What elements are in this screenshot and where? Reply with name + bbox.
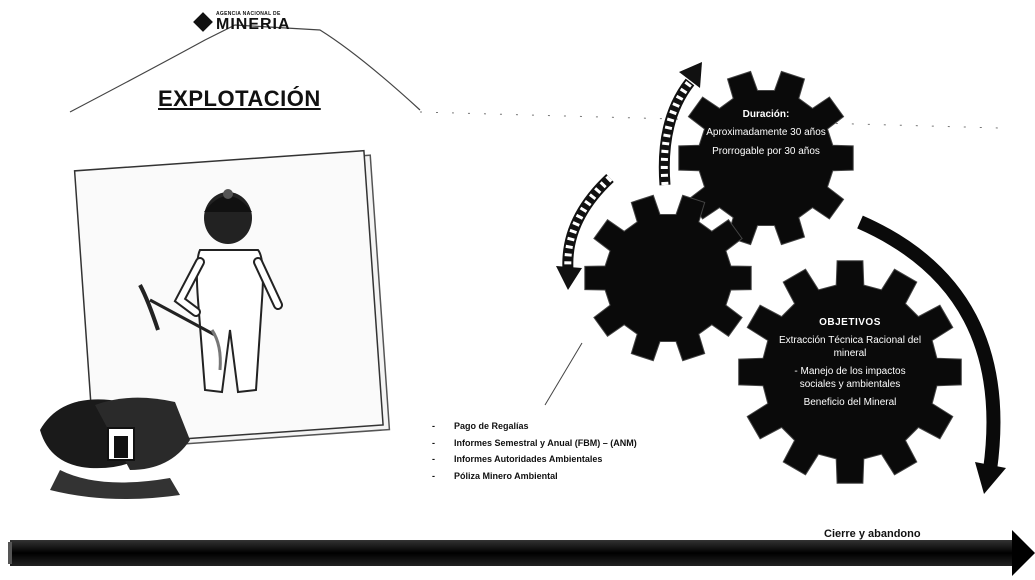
arrow-right-curve xyxy=(857,215,1001,471)
arrow-left-head xyxy=(556,266,582,290)
timeline-bar xyxy=(10,540,1015,566)
mine-cart-rocks xyxy=(40,397,190,499)
agency-logo: AGENCIA NACIONAL DE MINERIA xyxy=(193,8,366,36)
obligation-item: Pago de Regalías xyxy=(432,418,722,435)
duration-heading: Duración: xyxy=(742,109,790,120)
page-title: EXPLOTACIÓN xyxy=(158,86,321,111)
timeline-left-cap xyxy=(8,542,12,564)
duration-gear-text: Duración: Aproximadamente 30 años Prorro… xyxy=(706,108,826,165)
diamond-icon xyxy=(193,12,213,32)
duration-line-1: Aproximadamente 30 años xyxy=(706,126,826,138)
arrow-top-head xyxy=(679,62,702,88)
arrow-left-curve xyxy=(562,173,614,271)
objectives-gear-text: OBJETIVOS Extracción Técnica Racional de… xyxy=(775,316,925,413)
timeline-arrowhead xyxy=(1012,530,1035,576)
obligation-item: Informes Semestral y Anual (FBM) – (ANM) xyxy=(432,435,722,452)
gears-group xyxy=(584,70,962,484)
gear-objectives xyxy=(738,260,962,484)
obligations-list: Pago de Regalías Informes Semestral y An… xyxy=(432,418,722,484)
next-phase-label: Cierre y abandono xyxy=(824,528,921,540)
logo-subtitle: AGENCIA NACIONAL DE xyxy=(216,10,281,17)
arrow-top-curve-inner xyxy=(660,79,693,186)
logo-title: MINERIA xyxy=(216,15,291,33)
obligation-item: Informes Autoridades Ambientales xyxy=(432,451,722,468)
dotted-divider xyxy=(419,111,1001,129)
mountain-outline xyxy=(69,24,421,113)
pointer-line xyxy=(544,342,583,406)
gear-duration xyxy=(678,70,854,246)
duration-line-2: Prorrogable por 30 años xyxy=(712,146,820,157)
objective-item: - Manejo de los impactos sociales y ambi… xyxy=(794,365,906,391)
gear-middle xyxy=(584,194,752,362)
objective-item: Beneficio del Mineral xyxy=(803,396,897,408)
objectives-heading: OBJETIVOS xyxy=(819,317,881,328)
arrow-right-head xyxy=(975,462,1006,494)
obligation-item: Póliza Minero Ambiental xyxy=(432,468,722,485)
miner-figure xyxy=(138,189,283,394)
objective-item: Extracción Técnica Racional del mineral xyxy=(778,334,922,360)
